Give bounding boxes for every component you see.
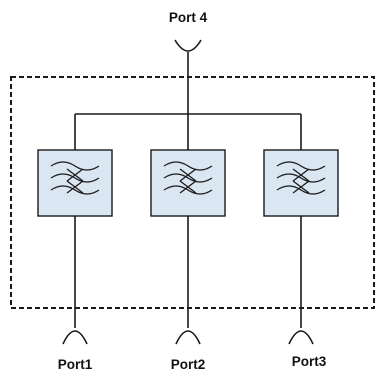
port-4-label: Port 4 xyxy=(169,10,208,25)
port-3-label: Port3 xyxy=(292,354,327,369)
filter-3 xyxy=(263,149,339,217)
port-1-label: Port1 xyxy=(58,357,93,372)
bandpass-filter-icon xyxy=(276,161,326,195)
bandpass-filter-icon xyxy=(163,161,213,195)
port-4-antenna-icon xyxy=(174,39,202,52)
filter-1-box xyxy=(37,149,113,217)
filter-2 xyxy=(150,149,226,217)
filter-1 xyxy=(37,149,113,217)
filter-3-box xyxy=(263,149,339,217)
bandpass-filter-icon xyxy=(50,161,100,195)
port-2-label: Port2 xyxy=(171,357,206,372)
dashed-enclosure xyxy=(10,76,375,309)
port-2-antenna-icon xyxy=(175,330,201,345)
port-1-antenna-icon xyxy=(62,330,88,345)
port-3-antenna-icon xyxy=(288,330,314,345)
filter-2-box xyxy=(150,149,226,217)
